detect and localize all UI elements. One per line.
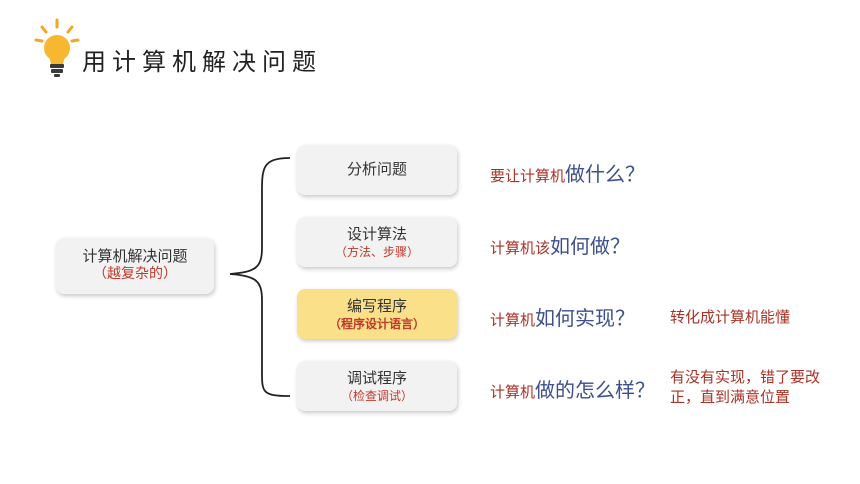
step-label: 设计算法 [346, 225, 407, 243]
page-title: 用计算机解决问题 [82, 48, 322, 76]
step-sublabel: （程序设计语言） [328, 317, 425, 331]
step-label: 编写程序 [346, 297, 407, 315]
root-sublabel: （越复杂的） [93, 266, 177, 282]
root-node: 计算机解决问题 （越复杂的） [56, 238, 214, 294]
lightbulb-icon [34, 18, 80, 77]
question-prefix: 计算机 [490, 383, 536, 401]
question-implement: 计算机如何实现？ [490, 302, 635, 331]
step-code: 编写程序 （程序设计语言） [297, 289, 457, 339]
question-what: 要让计算机做什么？ [490, 158, 645, 187]
question-emphasis: 如何实现？ [535, 306, 636, 330]
step-debug: 调试程序 （检查调试） [297, 361, 457, 411]
question-prefix: 要让计算机 [490, 167, 566, 185]
note-compile: 转化成计算机能懂 [670, 308, 791, 326]
step-sublabel: （检查调试） [340, 389, 413, 403]
question-emphasis: 如何做？ [550, 234, 631, 258]
question-result: 计算机做的怎么样？ [490, 374, 655, 403]
question-emphasis: 做什么？ [565, 162, 646, 186]
step-sublabel: （方法、步骤） [334, 245, 419, 259]
step-label: 调试程序 [346, 369, 407, 387]
question-how: 计算机该如何做？ [490, 230, 630, 259]
question-prefix: 计算机该 [490, 239, 551, 257]
step-analyze: 分析问题 [297, 145, 457, 195]
question-prefix: 计算机 [490, 311, 536, 329]
question-emphasis: 做的怎么样？ [535, 378, 656, 402]
step-design: 设计算法 （方法、步骤） [297, 217, 457, 267]
step-label: 分析问题 [346, 160, 407, 178]
note-debug: 有没有实现，错了要改正，直到满意位置 [670, 368, 821, 406]
root-label: 计算机解决问题 [82, 247, 188, 265]
